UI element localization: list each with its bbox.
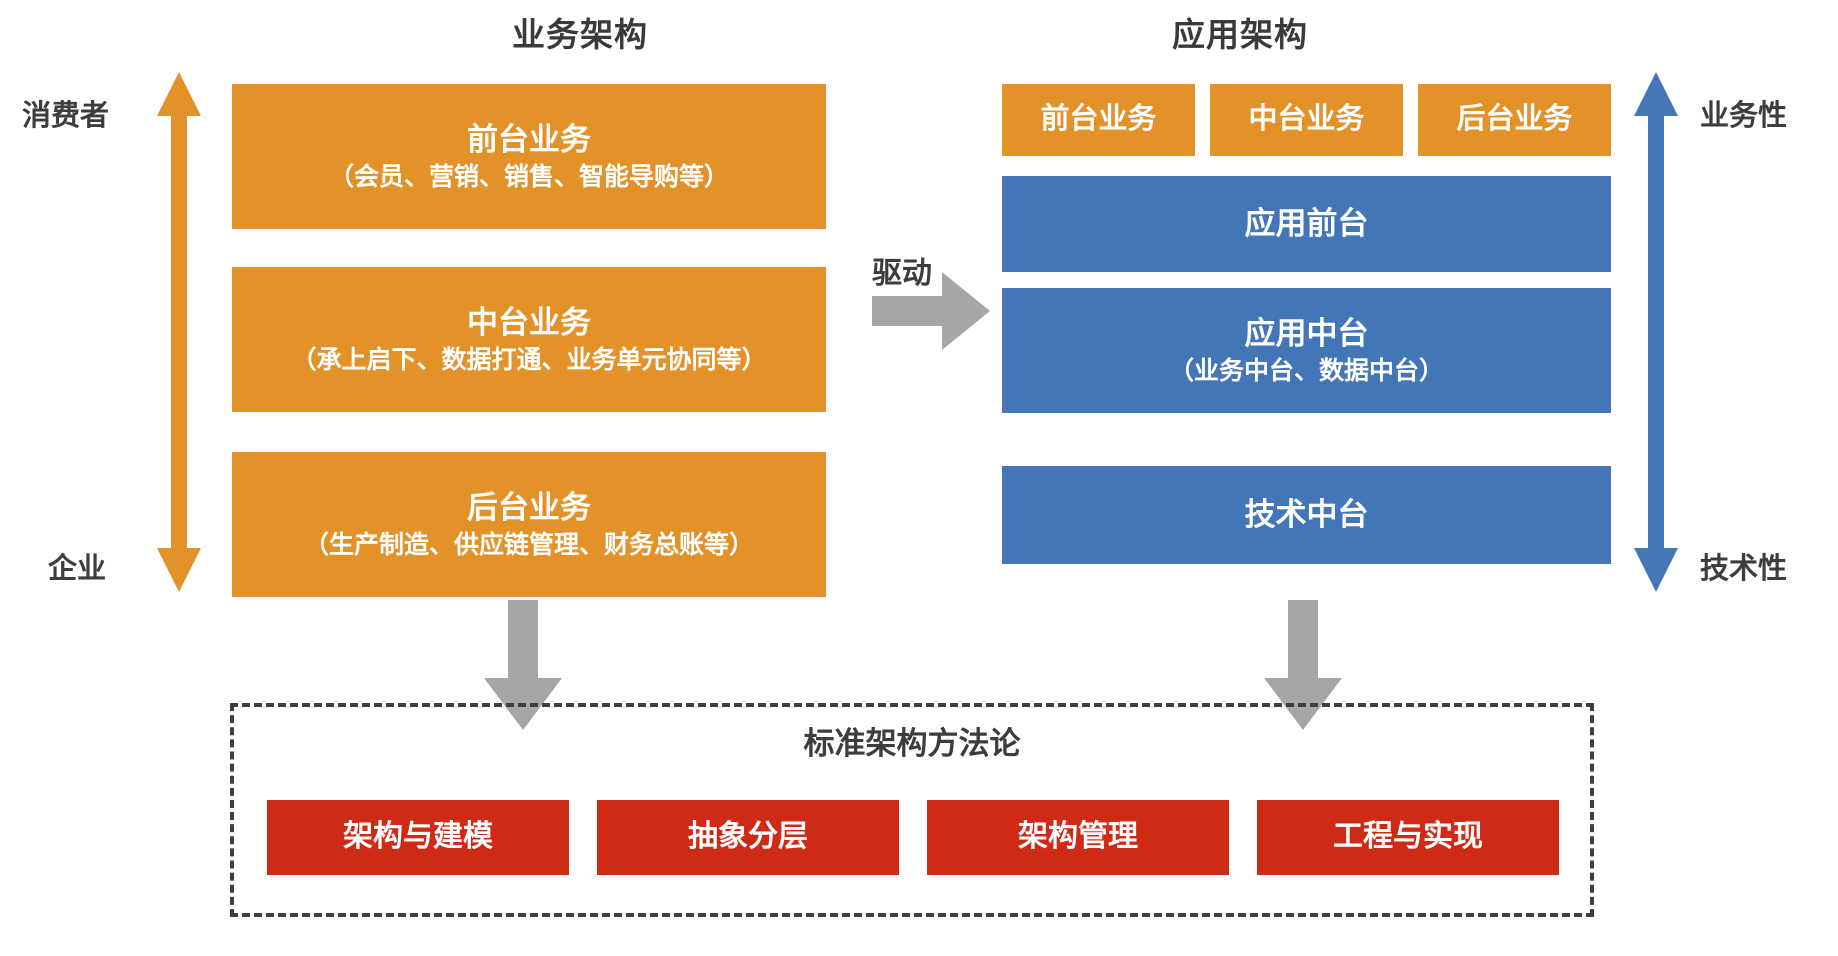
methodology-pillar-engineering-implementation-label: 工程与实现 xyxy=(1333,820,1483,854)
application-layer-front: 应用前台 xyxy=(1002,176,1611,272)
business-layer-middle-detail: （承上启下、数据打通、业务单元协同等） xyxy=(291,346,767,375)
methodology-pillar-architecture-management: 架构管理 xyxy=(927,800,1229,875)
application-chip-back: 后台业务 xyxy=(1418,84,1611,156)
application-architecture-title: 应用架构 xyxy=(1172,16,1308,53)
application-layer-middle: 应用中台 （业务中台、数据中台） xyxy=(1002,288,1611,413)
application-chip-front-label: 前台业务 xyxy=(1040,103,1157,136)
application-to-methodology-down-arrow-icon xyxy=(1264,600,1342,730)
business-layer-back: 后台业务 （生产制造、供应链管理、财务总账等） xyxy=(232,452,826,597)
methodology-pillar-architecture-management-label: 架构管理 xyxy=(1018,820,1138,854)
business-layer-front-detail: （会员、营销、销售、智能导购等） xyxy=(328,163,729,192)
axis-label-tech-nature: 技术性 xyxy=(1700,553,1788,585)
methodology-pillar-engineering-implementation: 工程与实现 xyxy=(1257,800,1559,875)
application-chip-middle: 中台业务 xyxy=(1210,84,1403,156)
business-to-methodology-down-arrow-icon xyxy=(484,600,562,730)
business-layer-back-detail: （生产制造、供应链管理、财务总账等） xyxy=(303,531,754,560)
application-layer-middle-detail: （业务中台、数据中台） xyxy=(1168,357,1444,386)
methodology-pillar-architecture-modeling-label: 架构与建模 xyxy=(343,820,493,854)
business-layer-middle-name: 中台业务 xyxy=(467,304,591,340)
methodology-title: 标准架构方法论 xyxy=(803,726,1021,761)
application-chip-front: 前台业务 xyxy=(1002,84,1195,156)
axis-label-consumer: 消费者 xyxy=(22,100,110,132)
drive-right-arrow-icon xyxy=(872,272,990,350)
application-layer-middle-name: 应用中台 xyxy=(1244,315,1369,351)
axis-label-enterprise: 企业 xyxy=(48,553,107,585)
methodology-container xyxy=(230,703,1594,917)
business-layer-middle: 中台业务 （承上启下、数据打通、业务单元协同等） xyxy=(232,267,826,412)
application-layer-front-name: 应用前台 xyxy=(1244,206,1369,242)
business-architecture-title: 业务架构 xyxy=(512,16,648,53)
business-layer-back-name: 后台业务 xyxy=(467,489,591,525)
drive-connector-label: 驱动 xyxy=(872,257,932,290)
business-layer-front: 前台业务 （会员、营销、销售、智能导购等） xyxy=(232,84,826,229)
application-axis-double-arrow-icon xyxy=(1634,72,1678,592)
methodology-pillar-abstraction-layering: 抽象分层 xyxy=(597,800,899,875)
business-layer-front-name: 前台业务 xyxy=(467,121,591,157)
application-chip-back-label: 后台业务 xyxy=(1456,103,1573,136)
methodology-pillar-abstraction-layering-label: 抽象分层 xyxy=(688,820,808,854)
methodology-pillar-architecture-modeling: 架构与建模 xyxy=(267,800,569,875)
business-axis-double-arrow-icon xyxy=(157,72,201,592)
axis-label-business-nature: 业务性 xyxy=(1700,100,1788,132)
application-layer-tech: 技术中台 xyxy=(1002,466,1611,564)
application-chip-middle-label: 中台业务 xyxy=(1248,103,1365,136)
application-layer-tech-name: 技术中台 xyxy=(1244,497,1369,533)
